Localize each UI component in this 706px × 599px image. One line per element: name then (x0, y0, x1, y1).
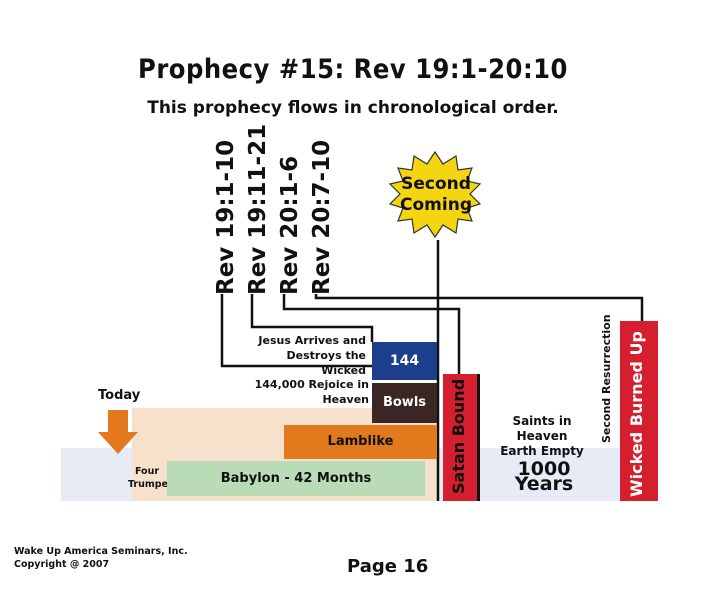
years-label: 1000 Years (514, 458, 574, 495)
saints-label: Saints in Heaven Earth Empty (500, 414, 584, 458)
satan-bound-edge (477, 374, 480, 501)
box-babylon: Babylon - 42 Months (167, 461, 425, 496)
box-wicked-burned-up: Wicked Burned Up (620, 321, 658, 501)
rejoice-label: 144,000 Rejoice in Heaven (254, 378, 369, 406)
page-title: Prophecy #15: Rev 19:1-20:10 (138, 54, 568, 85)
today-arrow-icon (98, 410, 138, 454)
footer-copyright: Wake Up America Seminars, Inc. Copyright… (14, 546, 188, 570)
box-satan-bound: Satan Bound (443, 374, 477, 501)
today-label: Today (98, 388, 141, 403)
box-bowls: Bowls (372, 383, 437, 423)
subtitle: This prophecy flows in chronological ord… (147, 98, 559, 118)
second-coming-label: Second Coming (400, 174, 472, 215)
second-coming-starburst (388, 150, 482, 239)
box-lamblike: Lamblike (284, 425, 437, 459)
page-number: Page 16 (347, 556, 429, 577)
four-trumpets-label: Four Trumpets (128, 466, 179, 490)
box-144: 144 (372, 342, 437, 380)
second-resurrection-label: Second Resurrection (600, 314, 613, 443)
ref-rev-20-7-10: Rev 20:7-10 (309, 139, 335, 295)
jesus-arrives-label: Jesus Arrives and Destroys the Wicked (258, 334, 366, 377)
